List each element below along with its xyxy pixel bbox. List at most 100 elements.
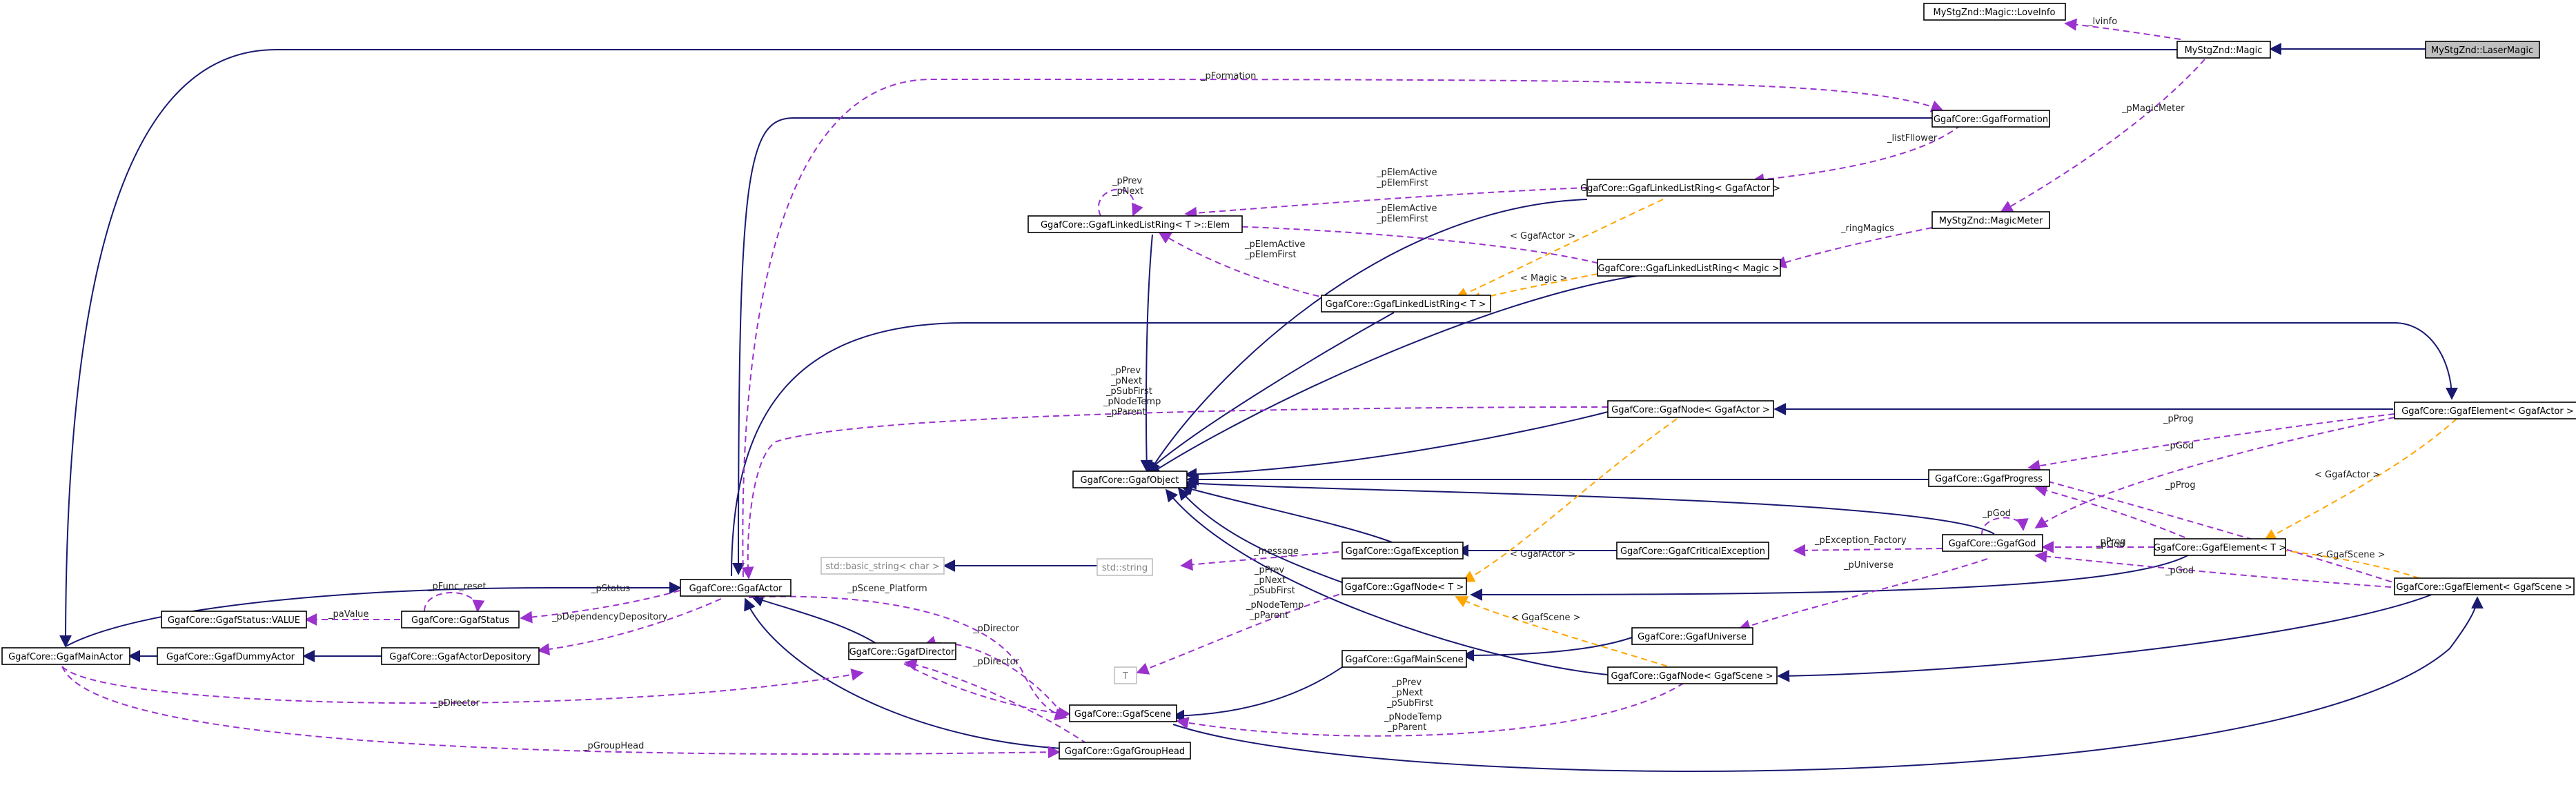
label-func-reset: _pFunc_reset [427,582,486,592]
node-main-actor[interactable]: GgafCore::GgafMainActor [1,647,130,665]
edge-node-t-to-object [1177,487,1346,584]
edge-element-actor-prog [2027,413,2395,473]
label-director-b: _pDirector [972,657,1020,667]
node-magic-meter[interactable]: MyStgZnd::MagicMeter [1931,211,2050,229]
svg-text:GgafCore::GgafNode< T >: GgafCore::GgafNode< T > [1345,582,1464,593]
svg-text:GgafCore::GgafLinkedListRing<: GgafCore::GgafLinkedListRing< GgafActor … [1580,184,1780,194]
label-elem-prev: _pPrev [1112,176,1142,186]
edge-element-scene-prog [2034,475,2402,586]
node-magic[interactable]: MyStgZnd::Magic [2176,41,2271,59]
node-llr-t[interactable]: GgafCore::GgafLinkedListRing< T > [1321,295,1491,313]
node-god[interactable]: GgafCore::GgafGod [1942,534,2043,552]
edge-list-fllower [1751,124,1962,186]
edge-scene-to-element-scene [1172,596,2484,772]
node-llr-actor[interactable]: GgafCore::GgafLinkedListRing< GgafActor … [1580,179,1780,197]
label-list-fllower: _listFllower [1887,133,1938,143]
label-status: _pStatus [591,584,630,594]
node-llr-magic[interactable]: GgafCore::GgafLinkedListRing< Magic > [1597,259,1781,277]
node-element-actor[interactable]: GgafCore::GgafElement< GgafActor > [2394,402,2576,419]
edge-llr-elem-to-object [1140,234,1153,473]
node-node-actor[interactable]: GgafCore::GgafNode< GgafActor > [1607,400,1774,418]
label-elem-first-b: _pElemFirst [1376,214,1428,224]
node-node-scene[interactable]: GgafCore::GgafNode< GgafScene > [1607,666,1778,684]
label-elem-active-a: _pElemActive [1376,168,1437,178]
node-llr-elem[interactable]: GgafCore::GgafLinkedListRing< T >::Elem [1028,215,1243,233]
edge-exception-to-object [1180,483,1395,544]
node-scene[interactable]: GgafCore::GgafScene [1069,704,1177,722]
node-element-t[interactable]: GgafCore::GgafElement< T > [2154,538,2286,556]
label-node-links-c-0: _pPrev [1391,677,1422,688]
node-universe[interactable]: GgafCore::GgafUniverse [1631,627,1753,645]
svg-text:GgafCore::GgafStatus: GgafCore::GgafStatus [411,615,509,626]
label-director-c: _pDirector [433,698,480,709]
node-node-t[interactable]: GgafCore::GgafNode< T > [1341,577,1467,595]
svg-text:GgafCore::GgafFormation: GgafCore::GgafFormation [1934,115,2048,125]
edge-node-t-links [1136,591,1350,675]
edge-magic-lvinfo [2064,18,2181,40]
node-t[interactable]: T [1114,666,1137,684]
node-group-head[interactable]: GgafCore::GgafGroupHead [1059,742,1191,760]
node-main-scene[interactable]: GgafCore::GgafMainScene [1341,650,1467,668]
svg-text:GgafCore::GgafLinkedListRing<: GgafCore::GgafLinkedListRing< T > [1326,299,1486,310]
svg-text:GgafCore::GgafCriticalExceptio: GgafCore::GgafCriticalException [1620,546,1765,557]
label-elem-active-b: _pElemActive [1376,204,1437,214]
node-actor[interactable]: GgafCore::GgafActor [680,579,792,597]
edge-formation-to-actor [732,117,1937,575]
node-status[interactable]: GgafCore::GgafStatus [401,611,520,628]
node-critical-exception[interactable]: GgafCore::GgafCriticalException [1616,542,1769,560]
edge-exception-message [1180,551,1339,571]
svg-text:GgafCore::GgafProgress: GgafCore::GgafProgress [1935,474,2043,484]
label-lvinfo: _lvinfo [2087,17,2117,27]
label-tpl-magic: < Magic > [1520,273,1567,284]
node-love-info[interactable]: MyStgZnd::Magic::LoveInfo [1923,3,2066,21]
node-status-value[interactable]: GgafCore::GgafStatus::VALUE [161,611,307,628]
node-formation[interactable]: GgafCore::GgafFormation [1931,110,2050,128]
edge-element-actor-god [2034,417,2395,528]
svg-text:GgafCore::GgafElement< T >: GgafCore::GgafElement< T > [2154,543,2286,553]
label-tpl-actor-b: < GgafActor > [2314,470,2380,480]
label-node-links-b-4: _pParent [1249,611,1288,621]
edge-node-scene-to-object [1165,488,1609,675]
label-pprog-a: _pProg [2163,414,2194,424]
label-message: _message [1253,546,1299,557]
edge-group-head-to-actor [744,597,1063,749]
node-object[interactable]: GgafCore::GgafObject [1072,471,1188,488]
edge-director-to-actor [751,595,881,646]
label-node-links-b-1: _pNext [1254,575,1286,586]
node-string[interactable]: std::string [1097,558,1153,576]
edge-dependency-depository [537,598,722,656]
svg-text:GgafCore::GgafMainActor: GgafCore::GgafMainActor [8,652,123,662]
edge-formation-usage [742,78,1944,577]
label-node-links-c-1: _pNext [1391,688,1423,698]
svg-text:GgafCore::GgafElement< GgafSce: GgafCore::GgafElement< GgafScene > [2397,582,2573,593]
label-elem-active-c: _pElemActive [1244,239,1305,250]
node-progress[interactable]: GgafCore::GgafProgress [1928,469,2050,487]
node-laser-magic[interactable]: MyStgZnd::LaserMagic [2425,41,2540,59]
edge-god-to-object [1184,477,1995,535]
edge-ring-magics [1773,227,1933,268]
edge-node-actor-usage [741,406,1609,580]
label-node-links-a-4: _pParent [1106,407,1146,417]
edge-group-head-director [904,658,1088,744]
node-exception[interactable]: GgafCore::GgafException [1341,542,1464,560]
edge-element-scene-god [2034,550,2402,588]
node-element-scene[interactable]: GgafCore::GgafElement< GgafScene > [2394,577,2575,595]
label-node-links-a-2: _pSubFirst [1105,386,1152,397]
label-node-links-b-0: _pPrev [1254,565,1284,575]
svg-text:GgafCore::GgafObject: GgafCore::GgafObject [1081,475,1179,486]
label-magic-meter: _pMagicMeter [2121,103,2185,114]
edge-director-scene-b [903,663,1071,720]
svg-text:MyStgZnd::Magic: MyStgZnd::Magic [2185,46,2263,56]
node-director[interactable]: GgafCore::GgafDirector [848,642,956,660]
label-elem-next: _pNext [1112,186,1143,197]
edge-god-exception-factory [1793,544,1943,557]
edge-node-actor-to-object [1184,411,1609,481]
node-dummy-actor[interactable]: GgafCore::GgafDummyActor [157,647,304,665]
edge-universe-to-main-scene [1462,637,1633,662]
label-tpl-scene-a: < GgafScene > [2316,550,2386,560]
node-basic-string[interactable]: std::basic_string< char > [820,557,945,575]
label-scene-platform: _pScene_Platform [847,584,927,594]
edge-main-actor-to-actor [65,582,682,647]
node-actor-depository[interactable]: GgafCore::GgafActorDepository [381,647,540,665]
label-node-links-b-3: _pNodeTemp [1246,600,1304,611]
